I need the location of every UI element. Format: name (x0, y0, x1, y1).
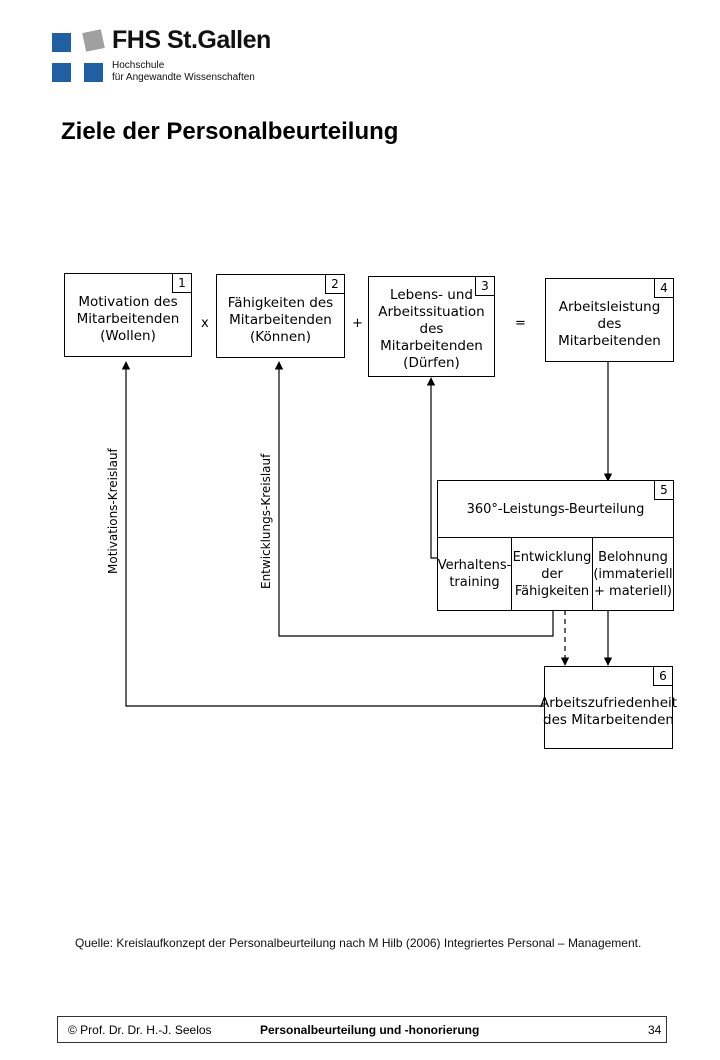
box-text: Arbeitszufriedenheit des Mitarbeitenden (539, 694, 678, 728)
box-number: 6 (653, 666, 673, 686)
box-number: 3 (475, 276, 495, 296)
box-motivation: 1 Motivation des Mitarbeitenden (Wollen) (64, 273, 192, 357)
operator-plus: + (352, 316, 363, 331)
box-arbeitsleistung: 4 Arbeitsleistung des Mitarbeitenden (545, 278, 674, 362)
box-faehigkeiten: 2 Fähigkeiten des Mitarbeitenden (Können… (216, 274, 345, 358)
footer: © Prof. Dr. Dr. H.-J. Seelos Personalbeu… (57, 1016, 667, 1043)
page-title: Ziele der Personalbeurteilung (61, 118, 399, 145)
operator-equals: = (515, 316, 526, 331)
box-lebenssituation: 3 Lebens- und Arbeitssituation des Mitar… (368, 276, 495, 377)
box-text: Arbeitsleistung des Mitarbeitenden (558, 298, 661, 349)
box-360-beurteilung: 5 360°-Leistungs-Beurteilung Verhaltens-… (437, 480, 674, 611)
box-text: Fähigkeiten des Mitarbeitenden (Können) (227, 294, 334, 345)
sub-cell-verhaltenstraining: Verhaltens- training (438, 538, 512, 610)
logo-subtitle-1: Hochschule (112, 60, 165, 71)
logo-subtitle-2: für Angewandte Wissenschaften (112, 72, 255, 83)
box-number: 5 (654, 480, 674, 500)
box-text: Motivation des Mitarbeitenden (Wollen) (76, 293, 180, 344)
logo-title: FHS St.Gallen (112, 26, 271, 54)
logo-square-blue-3 (84, 63, 103, 82)
footer-course: Personalbeurteilung und -honorierung (260, 1023, 480, 1037)
sub-cell-entwicklung: Entwicklung der Fähigkeiten (512, 538, 593, 610)
sub-cell-belohnung: Belohnung (immateriell + materiell) (593, 549, 673, 599)
box-360-title: 360°-Leistungs-Beurteilung (438, 481, 673, 538)
loop-label-motivation: Motivations-Kreislauf (106, 448, 120, 574)
footer-author: © Prof. Dr. Dr. H.-J. Seelos (68, 1023, 212, 1037)
footer-page-number: 34 (648, 1023, 662, 1037)
loop-label-entwicklung: Entwicklungs-Kreislauf (259, 453, 273, 589)
box-number: 1 (172, 273, 192, 293)
arrow-6-to-1 (121, 361, 545, 707)
logo-square-blue-2 (52, 63, 71, 82)
box-number: 2 (325, 274, 345, 294)
logo-square-blue-1 (52, 33, 71, 52)
box-text: Lebens- und Arbeitssituation des Mitarbe… (378, 287, 485, 371)
arrow-entwicklung-to-2 (274, 361, 554, 637)
box-arbeitszufriedenheit: 6 Arbeitszufriedenheit des Mitarbeitende… (540, 666, 677, 749)
source-citation: Quelle: Kreislaufkonzept der Personalbeu… (75, 936, 642, 950)
operator-multiply: x (201, 316, 209, 331)
arrow-5-to-3 (426, 377, 438, 559)
box-number: 4 (654, 278, 674, 298)
